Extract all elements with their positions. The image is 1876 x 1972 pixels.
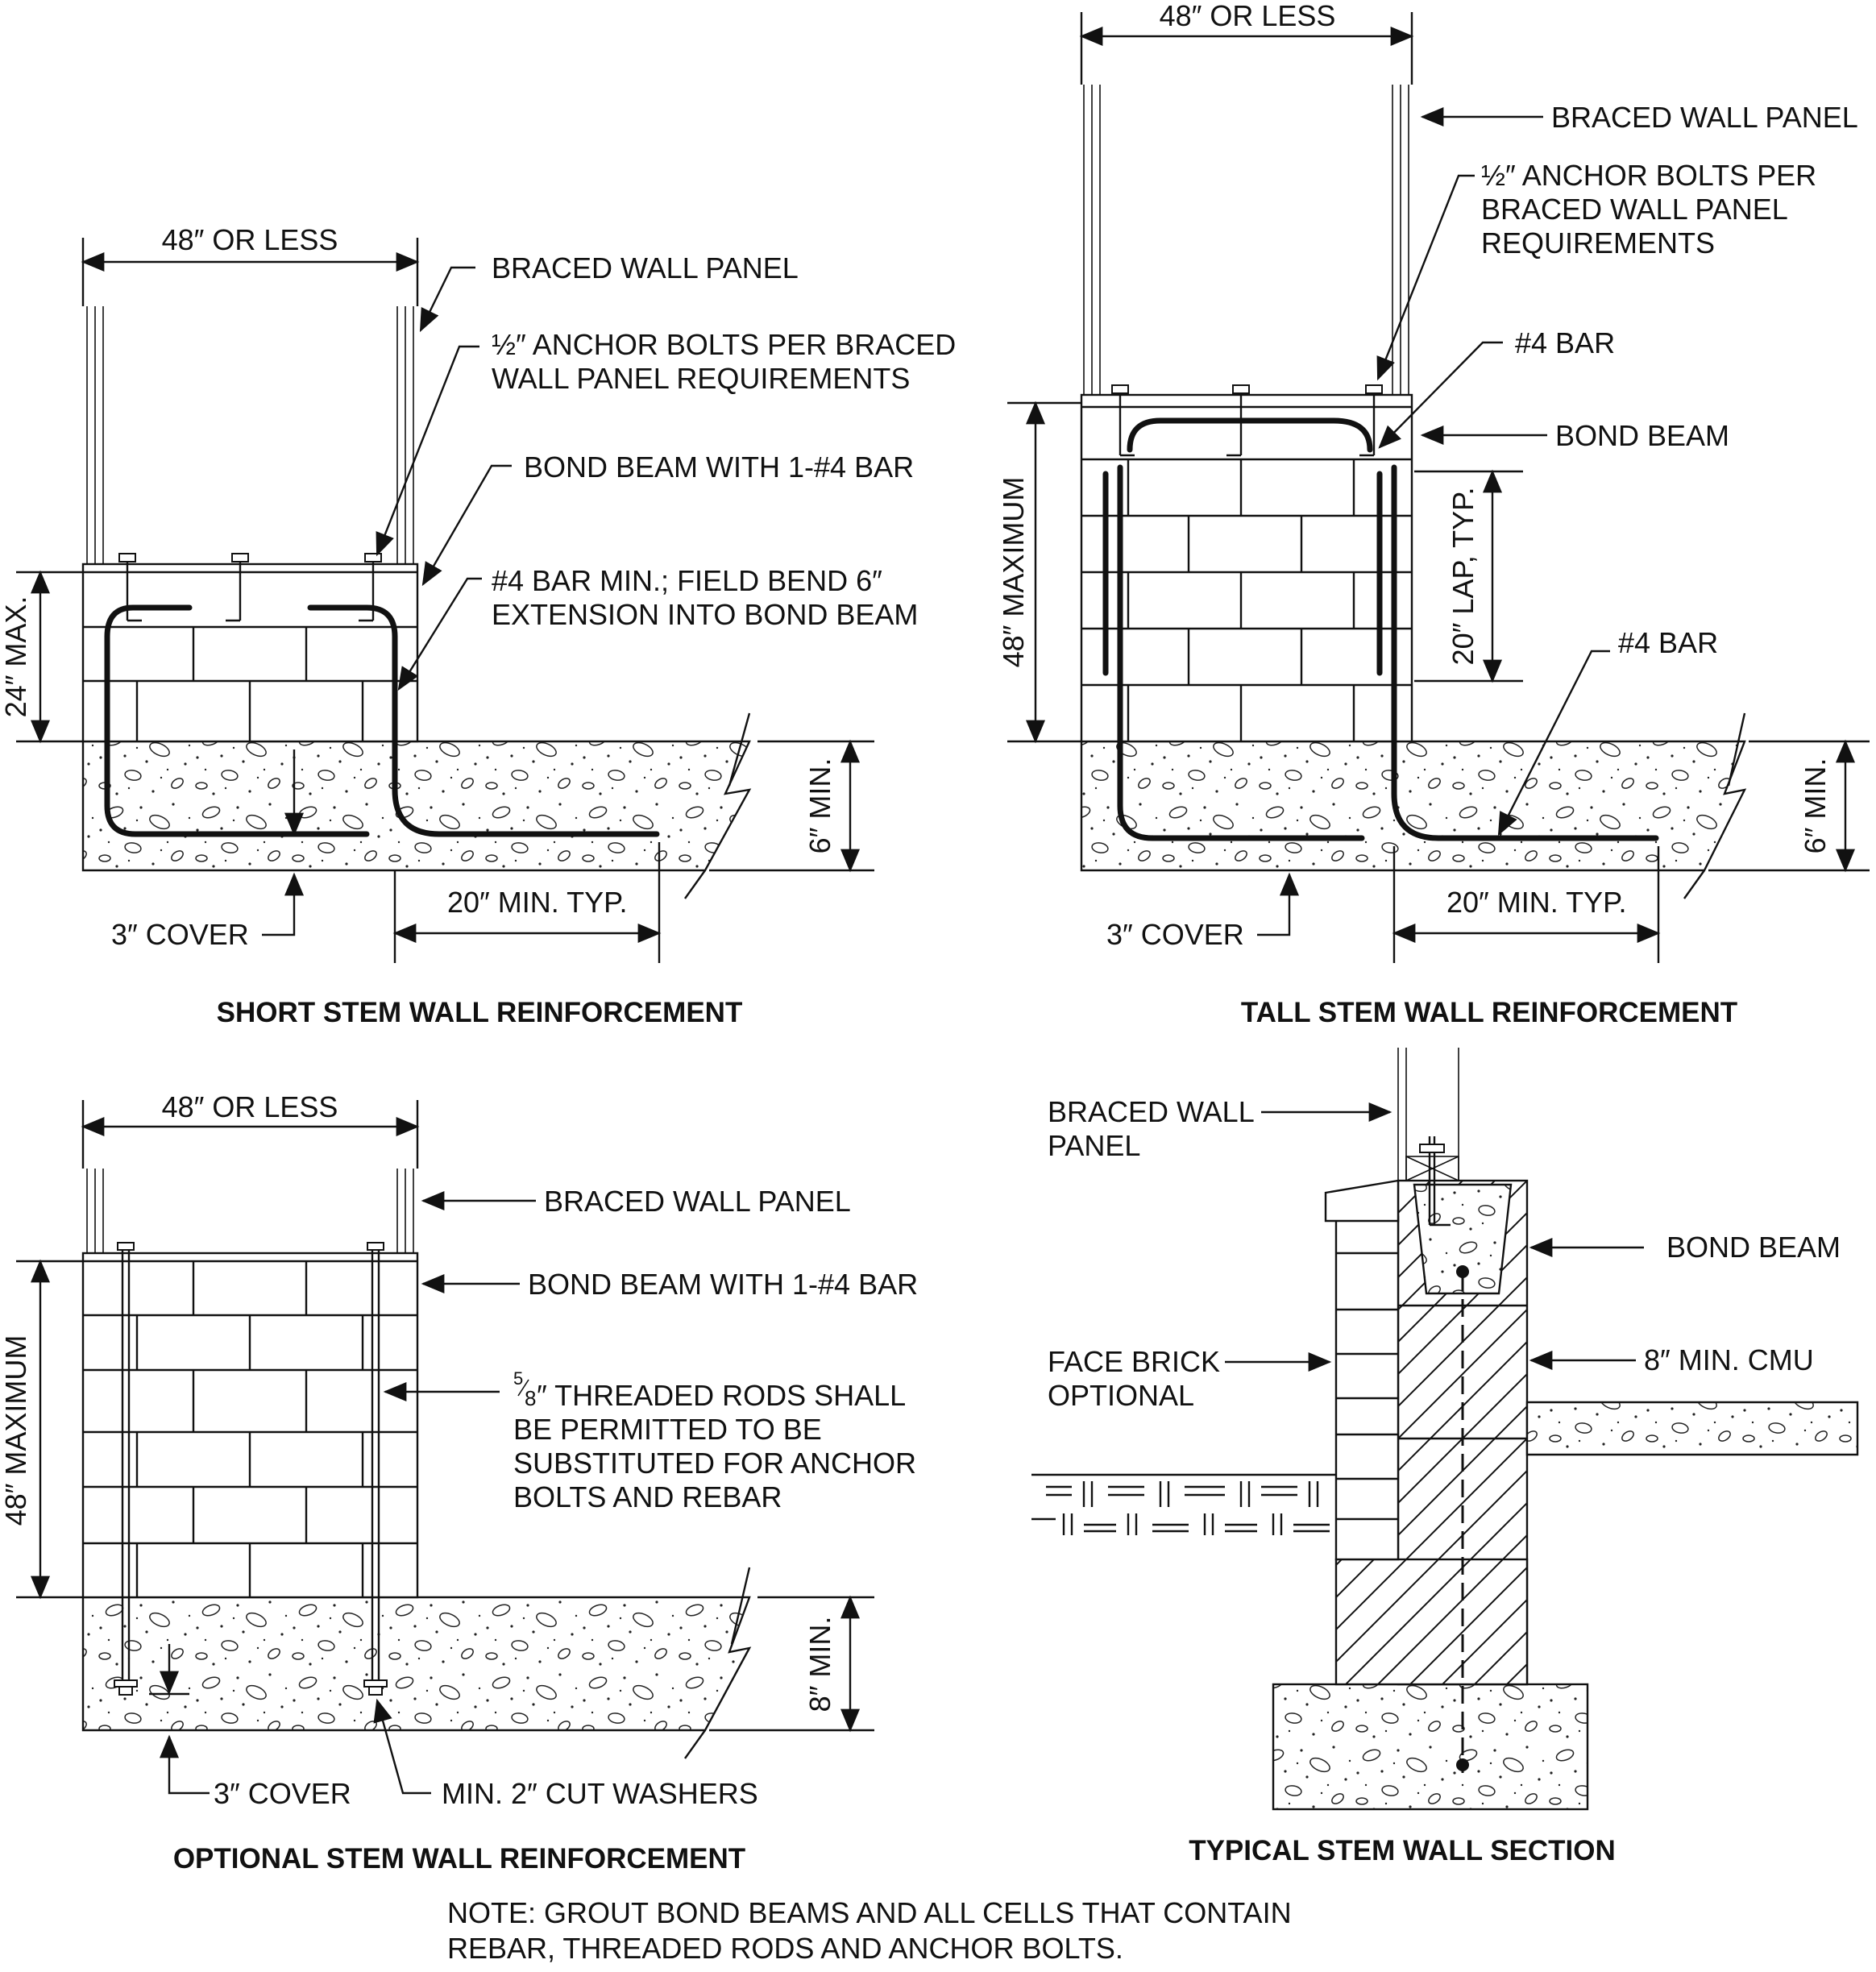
tall-width-dim: 48″ OR LESS bbox=[1160, 0, 1336, 32]
short-stem-wall-panel: 48″ OR LESS BRACED WALL PANEL ½″ ANCHOR … bbox=[0, 223, 956, 1028]
tall-anchor-bolts-label-1: ½″ ANCHOR BOLTS PER bbox=[1481, 159, 1816, 192]
optional-rods-label-4: BOLTS AND REBAR bbox=[513, 1480, 782, 1513]
short-title: SHORT STEM WALL REINFORCEMENT bbox=[217, 997, 743, 1028]
note-line-2: REBAR, THREADED RODS AND ANCHOR BOLTS. bbox=[447, 1932, 1123, 1965]
optional-footing-dim: 8″ MIN. bbox=[803, 1617, 836, 1713]
typical-section-panel: BRACED WALL PANEL BOND BEAM FACE BRICK O… bbox=[1031, 1048, 1859, 1866]
short-bond-beam-label: BOND BEAM WITH 1-#4 BAR bbox=[524, 450, 914, 484]
optional-rods-label-2: BE PERMITTED TO BE bbox=[513, 1413, 822, 1446]
optional-rods-label-3: SUBSTITUTED FOR ANCHOR bbox=[513, 1447, 916, 1480]
tall-cover-label: 3″ COVER bbox=[1106, 918, 1244, 951]
short-braced-wall-label: BRACED WALL PANEL bbox=[492, 251, 799, 284]
short-bar-note-1: #4 BAR MIN.; FIELD BEND 6″ bbox=[492, 564, 882, 597]
note-line-1: NOTE: GROUT BOND BEAMS AND ALL CELLS THA… bbox=[447, 1896, 1292, 1929]
tall-braced-wall-label: BRACED WALL PANEL bbox=[1551, 101, 1858, 134]
short-width-dim: 48″ OR LESS bbox=[162, 223, 338, 256]
tall-anchor-bolts-label-2: BRACED WALL PANEL bbox=[1481, 193, 1788, 226]
optional-cover-label: 3″ COVER bbox=[214, 1777, 351, 1810]
section-braced-wall-label-1: BRACED WALL bbox=[1048, 1095, 1255, 1128]
optional-title: OPTIONAL STEM WALL REINFORCEMENT bbox=[173, 1843, 745, 1874]
short-min-length-label: 20″ MIN. TYP. bbox=[447, 886, 628, 919]
section-face-brick-label-2: OPTIONAL bbox=[1048, 1379, 1194, 1412]
optional-width-dim: 48″ OR LESS bbox=[162, 1090, 338, 1123]
short-height-dim: 24″ MAX. bbox=[0, 596, 32, 718]
tall-bar-bottom-label: #4 BAR bbox=[1618, 626, 1718, 659]
section-title: TYPICAL STEM WALL SECTION bbox=[1189, 1835, 1616, 1866]
optional-rods-fraction-num: 5 bbox=[513, 1368, 523, 1389]
optional-rods-label-1: ″ THREADED RODS SHALL bbox=[537, 1379, 906, 1412]
tall-stem-wall-panel: 48″ OR LESS BRACED WALL PANEL ½″ ANCHOR … bbox=[997, 0, 1870, 1028]
section-face-brick-label-1: FACE BRICK bbox=[1048, 1345, 1220, 1378]
optional-washers-label: MIN. 2″ CUT WASHERS bbox=[442, 1777, 758, 1810]
short-bar-note-2: EXTENSION INTO BOND BEAM bbox=[492, 598, 918, 631]
tall-min-length-label: 20″ MIN. TYP. bbox=[1446, 886, 1627, 919]
optional-height-dim: 48″ MAXIMUM bbox=[0, 1335, 32, 1526]
optional-bond-beam-label: BOND BEAM WITH 1-#4 BAR bbox=[528, 1268, 918, 1301]
short-footing-dim: 6″ MIN. bbox=[803, 758, 836, 854]
short-cover-label: 3″ COVER bbox=[111, 918, 249, 951]
tall-title: TALL STEM WALL REINFORCEMENT bbox=[1241, 997, 1737, 1028]
tall-anchor-bolts-label-3: REQUIREMENTS bbox=[1481, 226, 1715, 259]
optional-rods-fraction-den: 8 bbox=[525, 1386, 536, 1410]
section-cmu-label: 8″ MIN. CMU bbox=[1644, 1343, 1814, 1376]
short-anchor-bolts-label-2: WALL PANEL REQUIREMENTS bbox=[492, 362, 910, 395]
tall-bar-top-label: #4 BAR bbox=[1515, 326, 1615, 359]
optional-stem-wall-panel: 48″ OR LESS BRACED WALL PANEL BOND BEAM … bbox=[0, 1090, 918, 1874]
tall-bond-beam-label: BOND BEAM bbox=[1555, 419, 1729, 452]
tall-height-dim: 48″ MAXIMUM bbox=[997, 477, 1030, 668]
section-braced-wall-label-2: PANEL bbox=[1048, 1129, 1140, 1162]
tall-lap-dim: 20″ LAP, TYP. bbox=[1446, 488, 1480, 666]
section-bond-beam-label: BOND BEAM bbox=[1666, 1231, 1841, 1264]
short-anchor-bolts-label-1: ½″ ANCHOR BOLTS PER BRACED bbox=[492, 328, 956, 361]
tall-footing-dim: 6″ MIN. bbox=[1799, 758, 1832, 854]
optional-braced-wall-label: BRACED WALL PANEL bbox=[544, 1185, 851, 1218]
